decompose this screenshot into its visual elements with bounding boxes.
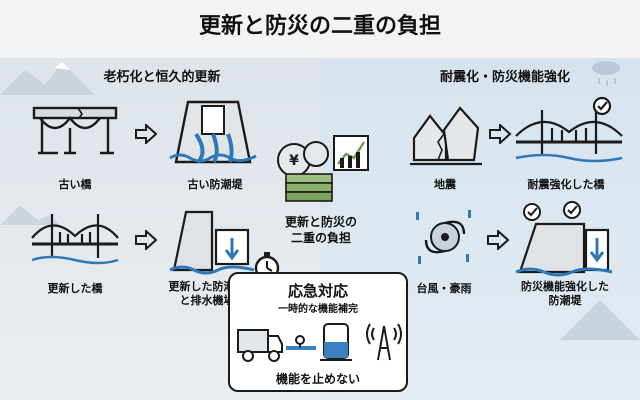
emergency-equipment-icons	[237, 323, 402, 362]
money-bag-icon: ¥	[277, 141, 329, 177]
center-burden-label: 更新と防災の 二重の負担	[284, 215, 357, 245]
checkmark-icon	[592, 96, 612, 116]
water-tank-icon	[320, 323, 352, 361]
currency-symbol: ¥	[289, 153, 299, 169]
mountain-icon	[0, 62, 95, 225]
old-bridge-icon	[32, 106, 118, 155]
label-reinforced-bridge: 耐震強化した橋	[527, 178, 605, 191]
arrow-right-icon	[135, 230, 158, 250]
pump-truck-icon	[237, 329, 283, 362]
reinforced-seawall-icon	[515, 201, 613, 277]
hose-valve-icon	[286, 335, 316, 350]
callout-footer: 機能を止めない	[275, 372, 360, 386]
arrow-right-icon	[487, 230, 510, 250]
old-seawall-icon	[169, 100, 257, 164]
checkmark-icon	[523, 203, 541, 221]
updated-seawall-pump-icon	[169, 210, 255, 275]
cash-stack-icon	[285, 173, 333, 202]
radio-tower-icon	[366, 323, 402, 361]
callout-subheading: 一時的な機能補完	[278, 304, 358, 315]
money-burden-icon: ¥	[277, 135, 369, 202]
typhoon-rain-icon	[416, 210, 471, 264]
reinforced-bridge-icon	[515, 96, 623, 163]
label-earthquake: 地震	[434, 178, 456, 191]
mountain-icon	[560, 300, 640, 340]
background-decorations	[0, 61, 640, 340]
arrow-right-icon	[489, 124, 512, 144]
label-old-bridge: 古い橋	[58, 178, 92, 191]
label-old-seawall: 古い防潮堤	[187, 178, 243, 191]
callout-heading: 応急対応	[287, 282, 348, 300]
arrow-right-icon	[135, 124, 158, 144]
page-title: 更新と防災の二重の負担	[198, 14, 441, 39]
right-section-heading: 耐震化・防災機能強化	[439, 70, 570, 85]
earthquake-house-icon	[410, 106, 482, 166]
label-updated-seawall: 更新した防潮堤 と排水機場	[168, 280, 246, 307]
label-reinforced-seawall: 防災機能強化した 防潮堤	[521, 280, 609, 307]
label-updated-bridge: 更新した橋	[47, 282, 103, 295]
checkmark-icon	[563, 201, 581, 219]
label-typhoon-rain: 台風・豪雨	[416, 282, 472, 295]
rising-chart-icon	[333, 135, 369, 171]
rain-icon	[592, 61, 620, 86]
left-section-heading: 老朽化と恒久的更新	[103, 70, 221, 85]
suspension-bridge-icon	[31, 214, 119, 265]
